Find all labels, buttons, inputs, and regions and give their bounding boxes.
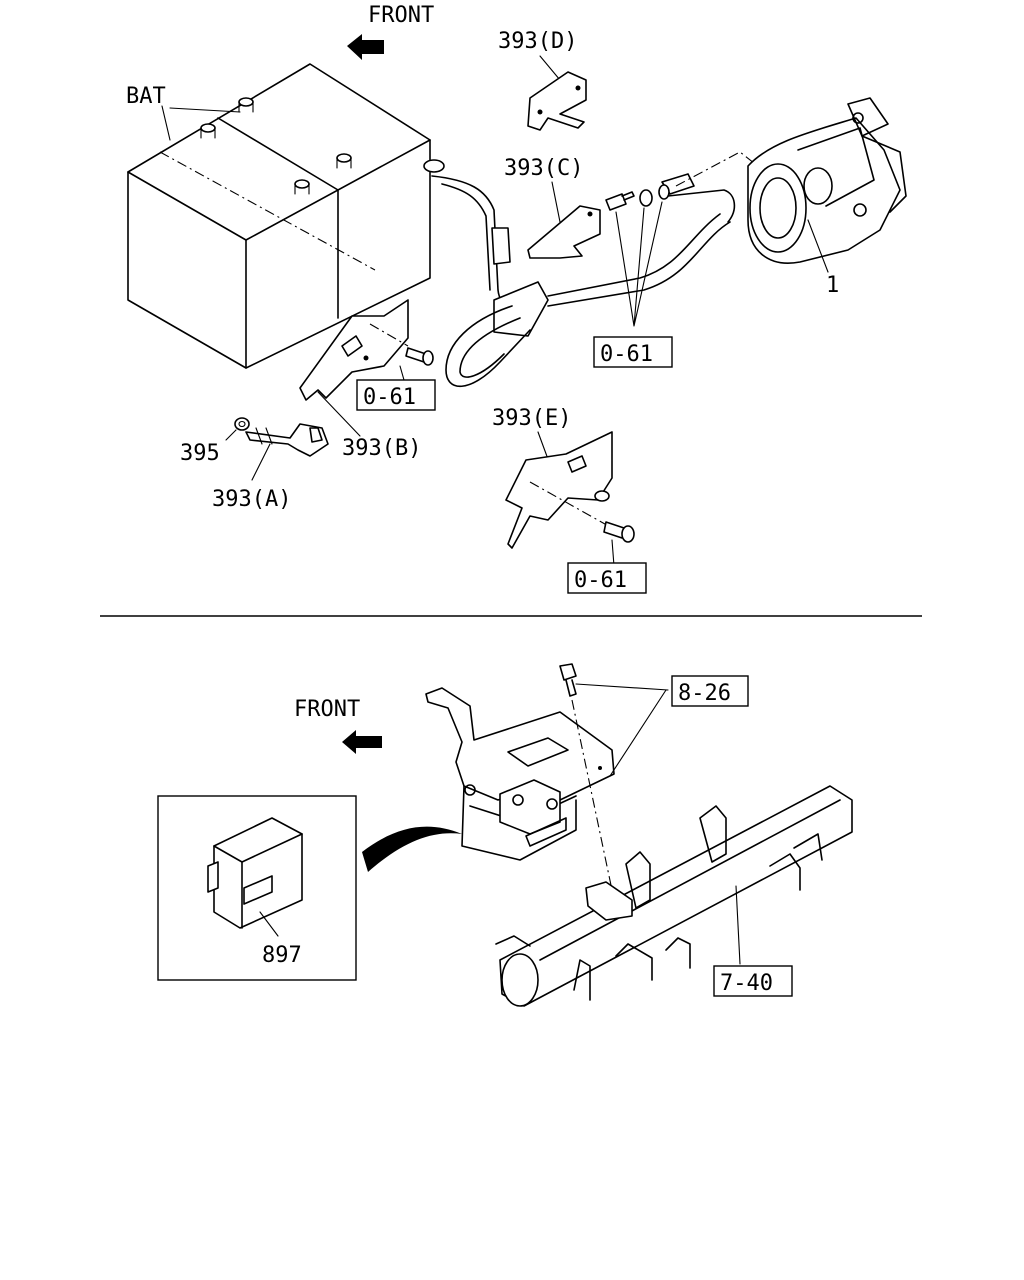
starter-bolts [605,184,670,327]
bracket-393e: 393(E) [492,406,635,567]
label-897: 897 [262,943,302,968]
bat-label: BAT [126,84,166,109]
label-393d: 393(D) [498,29,577,54]
control-unit-bracket [425,687,615,861]
ref-box-061-right: 0-61 [593,336,673,368]
front-arrow-bottom: FRONT [294,697,382,754]
battery-cable [423,159,736,388]
bolt-826: 8-26 [559,663,749,891]
front-arrow-bottom-icon [342,730,382,754]
label-395: 395 [180,441,220,466]
ref-box-061-bottom: 0-61 [567,562,647,594]
label-393c: 393(C) [504,156,583,181]
inset-box-897: 897 [157,795,357,981]
battery-terminal [200,97,352,195]
front-arrow-top-icon [347,34,384,60]
nut-395: 395 [180,417,250,466]
ref-826: 8-26 [678,681,731,706]
battery: BAT [126,63,431,369]
bracket-393b: 393(B) [299,299,434,461]
ref-061-right: 0-61 [600,342,653,367]
bracket-393a: 393(A) [212,423,329,512]
ref-061-bottom: 0-61 [574,568,627,593]
label-393a: 393(A) [212,487,291,512]
ref-box-061-left: 0-61 [356,365,436,411]
cross-member: 7-40 [495,785,853,1007]
pointer-arrow [362,826,462,872]
front-label-bottom: FRONT [294,697,360,722]
ref-061-left: 0-61 [363,385,416,410]
label-393e: 393(E) [492,406,571,431]
label-1: 1 [826,273,839,298]
front-label-top: FRONT [368,3,434,28]
starter-motor: 1 [675,97,907,298]
ref-740: 7-40 [720,971,773,996]
bracket-393d: 393(D) [498,29,587,131]
bracket-393c: 393(C) [504,156,601,259]
label-393b: 393(B) [342,436,421,461]
front-arrow-top: FRONT [347,3,434,60]
